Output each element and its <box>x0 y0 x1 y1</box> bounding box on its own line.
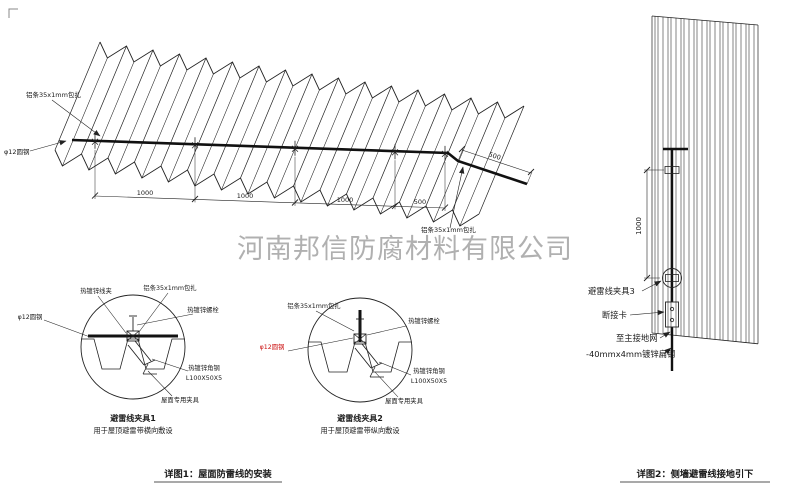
wall-drawing: 1000 避雷线夹具3 断接卡 至主接地网 -40mmx4mm镀锌扁钢 <box>586 15 759 371</box>
leader-angle-steel <box>151 358 189 372</box>
leader-strip <box>315 310 355 332</box>
wall-dim-1000: 1000 <box>635 217 643 235</box>
dim-500-slope: 500 <box>487 150 501 162</box>
roof-corrugation <box>54 41 525 227</box>
leader-strip <box>138 292 169 333</box>
leader-round-steel <box>43 319 91 338</box>
main-roof-drawing: 铝条35x1mm包扎 φ12圆钢 铝条35x1mm包扎 1000 1000 10… <box>4 41 535 234</box>
disconnect-link <box>665 301 679 328</box>
wall-label-disconnect: 断接卡 <box>602 310 627 320</box>
d2-label-roof-clamp: 屋面专用夹具 <box>385 396 423 405</box>
d1-label-wire-clamp: 热镀锌线夹 <box>80 286 111 295</box>
detail-2-circle <box>307 297 413 403</box>
disconnect-bolt-bottom <box>669 317 675 323</box>
label-strip-right: 铝条35x1mm包扎 <box>421 225 476 234</box>
leader-bolt <box>366 325 407 336</box>
detail-2-leaders <box>287 310 412 398</box>
label-round-steel: φ12圆钢 <box>4 148 30 156</box>
leader-strip-right <box>449 166 465 229</box>
company-watermark: 河南邦信防腐材料有限公司 <box>237 234 573 265</box>
captions: 详图1：屋面防雷线的安装 详图2：侧墙避雷线接地引下 <box>154 468 770 483</box>
wall-leaders <box>629 280 672 355</box>
d1-subtitle: 用于屋顶避雷带横向敷设 <box>93 426 172 435</box>
leader-roof-clamp <box>374 371 399 398</box>
leader-bolt <box>136 313 194 326</box>
dim-500-a: 500 <box>414 198 426 206</box>
dim-tick-top <box>643 166 651 174</box>
d2-subtitle: 用于屋顶避雷带纵向敷设 <box>320 426 399 435</box>
dim-tick-bottom <box>643 274 651 282</box>
d1-title: 避雷线夹具1 <box>110 413 156 423</box>
d2-label-bolt: 热镀锌螺栓 <box>408 316 440 325</box>
d2-label-round-steel: φ12圆钢 <box>260 343 285 351</box>
leader-flat-steel <box>663 347 672 355</box>
d1-label-angle-spec: L100X50X5 <box>186 375 222 382</box>
leader-round-steel <box>287 337 354 352</box>
caption-detail-2: 详图2：侧墙避雷线接地引下 <box>637 468 754 480</box>
dim-1000-c: 1000 <box>337 196 354 204</box>
clamp3-detail-circle <box>662 268 682 288</box>
leader-round-steel <box>29 140 67 152</box>
detail-1-drawing: 热镀锌线夹 铝条35x1mm包扎 热镀锌螺栓 φ12圆钢 热镀锌角钢 L100X… <box>18 283 222 435</box>
detail-1-leaders <box>43 292 194 397</box>
d2-label-angle-steel: 热镀锌角钢 <box>413 366 444 375</box>
leader-to-ground <box>659 331 671 339</box>
roof-dimensions <box>91 145 535 211</box>
wall-label-to-ground: 至主接地网 <box>616 333 658 343</box>
leader-disconnect <box>629 309 665 316</box>
wall-label-clamp3: 避雷线夹具3 <box>588 286 635 296</box>
corner-mark <box>8 8 18 18</box>
leader-roof-clamp <box>147 370 173 397</box>
wall-label-flat-steel: -40mmx4mm镀锌扁钢 <box>586 349 675 359</box>
d2-label-angle-spec: L100X50X5 <box>411 378 447 385</box>
label-strip-left: 铝条35x1mm包扎 <box>26 90 81 99</box>
leader-strip-left <box>51 99 101 137</box>
leader-angle-steel <box>378 361 412 376</box>
detail-1-circle <box>80 294 186 400</box>
disconnect-plate <box>665 301 679 328</box>
d1-label-angle-steel: 热镀锌角钢 <box>188 363 219 372</box>
dim-1000-b: 1000 <box>237 192 254 200</box>
downlead-wire <box>663 147 688 371</box>
d1-label-roof-clamp: 屋面专用夹具 <box>161 395 199 404</box>
wall-dimension <box>643 166 664 282</box>
d1-label-bolt: 热镀锌螺栓 <box>187 305 219 314</box>
d2-title: 避雷线夹具2 <box>337 413 383 423</box>
wall-corrugation <box>651 15 759 345</box>
disconnect-bolt-top <box>669 306 675 312</box>
d1-label-strip: 铝条35x1mm包扎 <box>143 283 197 292</box>
dim-1000-a: 1000 <box>137 189 154 197</box>
wall-clamp-3 <box>662 268 682 288</box>
caption-detail-1: 详图1：屋面防雷线的安装 <box>164 468 272 480</box>
d1-label-round-steel: φ12圆钢 <box>18 313 43 321</box>
detail-2-drawing: 铝条35x1mm包扎 热镀锌螺栓 φ12圆钢 热镀锌角钢 L100X50X5 屋… <box>260 297 447 435</box>
clamp3-body <box>665 274 679 282</box>
leader-clamp3 <box>641 280 662 292</box>
lightning-wire <box>71 133 528 186</box>
leader-wire-clamp <box>97 295 127 334</box>
roof-leader-lines <box>29 99 465 229</box>
wall-clamp-top <box>664 166 680 174</box>
d2-label-strip: 铝条35x1mm包扎 <box>287 301 341 310</box>
